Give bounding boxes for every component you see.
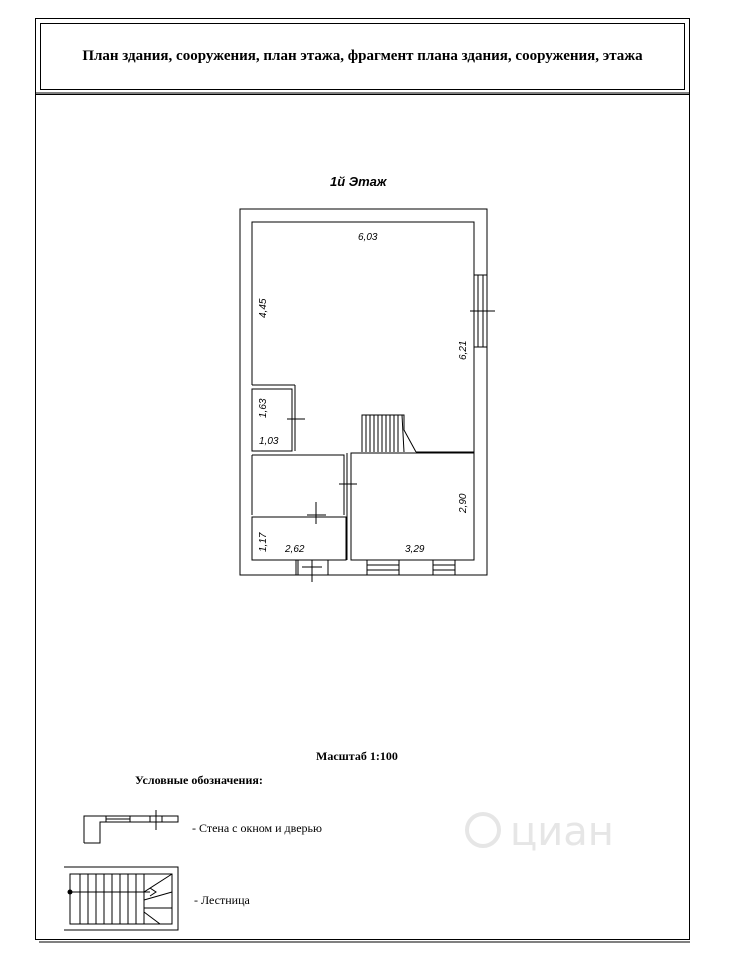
door-bottom-wall (295, 559, 329, 582)
legend-stair-icon (64, 866, 179, 931)
dim-closet-width: 1,03 (259, 436, 279, 447)
dim-room-height: 2,90 (458, 493, 469, 514)
title-block: План здания, сооружения, план этажа, фра… (36, 19, 689, 95)
dim-room-width: 3,29 (405, 544, 425, 555)
legend-wall-label: - Стена с окном и дверью (192, 821, 322, 835)
watermark-logo-icon (465, 812, 501, 848)
title-block-inner-frame (40, 23, 685, 90)
outer-wall (239, 208, 488, 576)
legend-wall-icon (83, 810, 179, 844)
drawing-sheet: План здания, сооружения, план этажа, фра… (35, 18, 690, 940)
plan-title: План здания, сооружения, план этажа, фра… (82, 48, 643, 64)
main-hall-outline (251, 221, 475, 453)
cian-watermark: циан (465, 809, 614, 855)
corridor-outline (252, 454, 345, 515)
floor-title: 1й Этаж (330, 174, 388, 189)
dim-top-width: 6,03 (358, 232, 378, 243)
dim-closet-height: 1,63 (258, 398, 269, 418)
right-room (350, 452, 475, 561)
legend-title: Условные обозначения: (135, 773, 263, 787)
windows-bottom-wall (366, 559, 456, 576)
watermark-text: циан (510, 809, 614, 855)
stair-symbol (361, 414, 417, 453)
dim-left-height: 4,45 (258, 298, 269, 318)
dim-right-height: 6,21 (458, 341, 469, 360)
scale-label: Масштаб 1:100 (316, 749, 398, 763)
window-right-wall (470, 274, 495, 348)
closet-room (251, 388, 293, 452)
legend-stair-start-dot (67, 889, 73, 895)
legend-stair-label: - Лестница (194, 893, 251, 907)
dim-small-height: 1,17 (258, 532, 269, 552)
door-markers (287, 410, 357, 524)
dim-small-width: 2,62 (284, 544, 305, 555)
